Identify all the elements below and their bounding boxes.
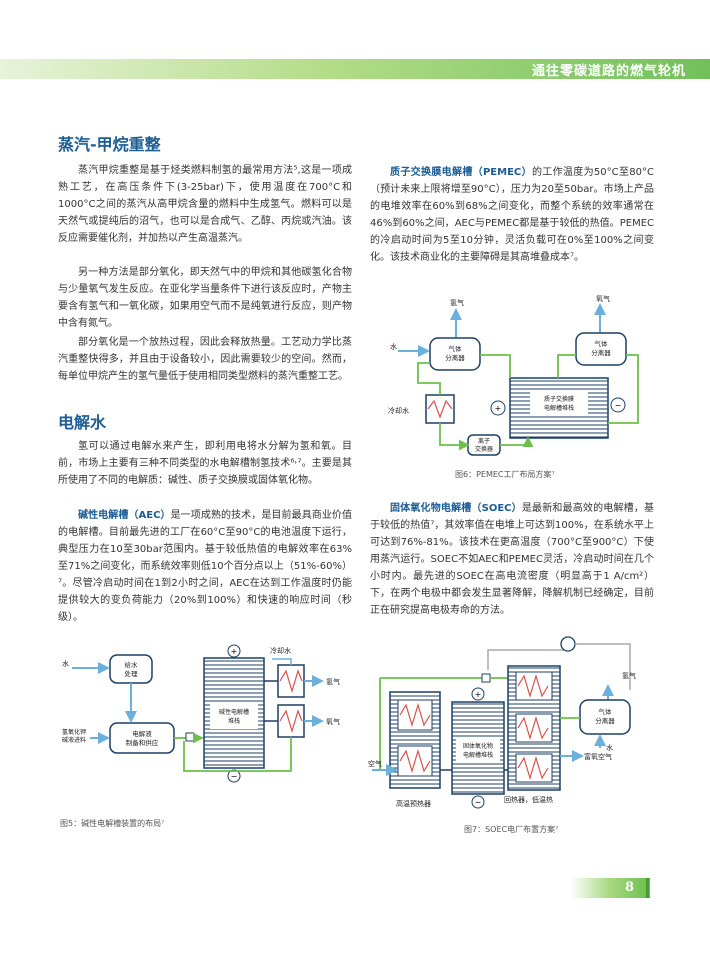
svg-text:分离器: 分离器 [445,353,465,362]
pemec-cooling-water-label: 冷却水 [388,406,409,415]
svg-text:气体: 气体 [599,707,613,716]
svg-text:电解液: 电解液 [132,729,152,738]
header-title: 通往零碳道路的燃气轮机 [531,64,686,79]
svg-text:+: + [231,647,238,656]
svg-text:碱性电解槽: 碱性电解槽 [219,708,249,716]
soec-pump [560,636,576,652]
caption-fig6: 图6：PEMEC工厂布局方案⁷ [455,470,555,479]
figure-soec-layout: 氢气 气体 分离器 水 空气 高温预热器 固体氧化物 电解槽堆栈 + − 回热器… [368,630,652,810]
term-aec: 碱性电解槽（AEC） [78,510,171,521]
section-title-electrolysis: 电解水 [58,413,107,432]
svg-text:+: + [495,404,502,413]
aec-feed-treatment [109,654,153,684]
svg-text:气体: 气体 [595,339,609,348]
paragraph-smr-3: 部分氧化是一个放热过程，因此会释放热量。工艺动力学比蒸汽重整快得多，并且由于设备… [58,337,352,382]
page-number-box: 8 [570,878,650,898]
paragraph-pemec-text: 的工作温度为50°C至80°C（预计未来上限将增至90°C），压力为20至50b… [370,167,655,263]
svg-text:+: + [475,690,482,699]
svg-text:电解槽堆栈: 电解槽堆栈 [463,751,493,759]
svg-text:电解槽堆栈: 电解槽堆栈 [544,404,574,412]
figure-aec-layout: 水 给水 处理 氢氧化钾 碱液进料 电解液 制备和供应 碱性电解槽 堆栈 + −… [60,643,356,785]
pemec-gas-separator-1 [429,337,481,371]
paragraph-smr-2: 另一种方法是部分氧化，即天然气中的甲烷和其他碳氢化合物与少量氧气发生反应。在亚化… [58,267,352,329]
aec-oxygen-label: 氧气 [326,717,340,726]
svg-text:质子交换膜: 质子交换膜 [544,395,574,403]
aec-water-label: 水 [62,659,69,668]
svg-text:−: − [231,772,238,781]
paragraph-electrolysis-intro: 氢可以通过电解水来产生，即利用电将水分解为氢和氧。目前，市场上主要有三种不同类型… [58,441,352,486]
paragraph-aec-text: 是一项成熟的技术，是目前最具商业价值的电解槽。目前最先进的工厂在60°C至90°… [58,510,352,623]
svg-text:分离器: 分离器 [595,716,615,725]
term-pemec: 质子交换膜电解槽（PEMEC） [390,167,532,178]
paragraph-aec: 碱性电解槽（AEC）是一项成熟的技术，是目前最具商业价值的电解槽。目前最先进的工… [58,507,352,626]
term-soec: 固体氧化物电解槽（SOEC） [390,503,522,514]
page-number: 8 [624,880,634,895]
svg-text:−: − [615,401,622,410]
svg-text:给水: 给水 [125,660,139,669]
soec-heat-recovery-label: 回热器，低温热 [504,795,553,804]
page-edge-mark [646,878,649,898]
caption-fig7: 图7：SOEC电厂布置方案⁷ [464,825,559,834]
paragraph-pemec: 质子交换膜电解槽（PEMEC）的工作温度为50°C至80°C（预计未来上限将增至… [370,164,654,266]
aec-hydrogen-label: 氢气 [326,677,340,686]
soec-water-label: 水 [606,743,613,752]
paragraph-smr-1: 蒸汽甲烷重整是基于烃类燃料制氢的最常用方法⁵,这是一项成熟工艺，在高压条件下(3… [58,165,352,244]
aec-electrolyte-prep [109,722,175,754]
pemec-water-label: 水 [390,342,397,351]
header-bar [0,59,710,79]
svg-text:碱液进料: 碱液进料 [62,736,86,744]
svg-text:交换器: 交换器 [475,445,493,453]
pemec-gas-separator-2 [575,332,627,366]
svg-text:处理: 处理 [125,669,139,678]
section-title-smr: 蒸汽-甲烷重整 [58,135,161,154]
soec-air-label: 空气 [368,759,382,768]
soec-hydrogen-label: 氢气 [622,671,636,680]
svg-text:离子: 离子 [478,437,490,445]
svg-text:−: − [475,798,482,807]
svg-text:分离器: 分离器 [591,348,611,357]
aec-cooler-2 [277,704,305,738]
aec-cooling-water-label: 冷却水 [270,646,291,655]
caption-fig5: 图5：碱性电解槽装置的布局⁷ [60,819,165,828]
pemec-heat-exchanger [425,394,455,424]
paragraph-soec: 固体氧化物电解槽（SOEC）是最新和最高效的电解槽，基于较低的热值⁷，其效率值在… [370,500,654,619]
aec-koh-label: 氢氧化钾 [62,728,86,736]
soec-enriched-air-label: 富氧空气 [584,752,612,761]
svg-text:制备和供应: 制备和供应 [126,738,159,747]
svg-text:固体氧化物: 固体氧化物 [463,742,493,750]
aec-cooler-1 [277,664,305,698]
soec-preheater-label: 高温预热器 [396,799,431,808]
pemec-oxygen-label: 氧气 [596,294,610,303]
svg-text:堆栈: 堆栈 [228,717,240,725]
pemec-hydrogen-label: 氢气 [450,298,464,307]
paragraph-soec-text: 是最新和最高效的电解槽，基于较低的热值⁷，其效率值在电堆上可达到100%，在系统… [370,503,655,616]
svg-text:气体: 气体 [449,344,463,353]
figure-pemec-layout: 氢气 氧气 水 气体 分离器 气体 分离器 质子交换膜 电解槽堆栈 + − 冷却… [388,283,648,458]
